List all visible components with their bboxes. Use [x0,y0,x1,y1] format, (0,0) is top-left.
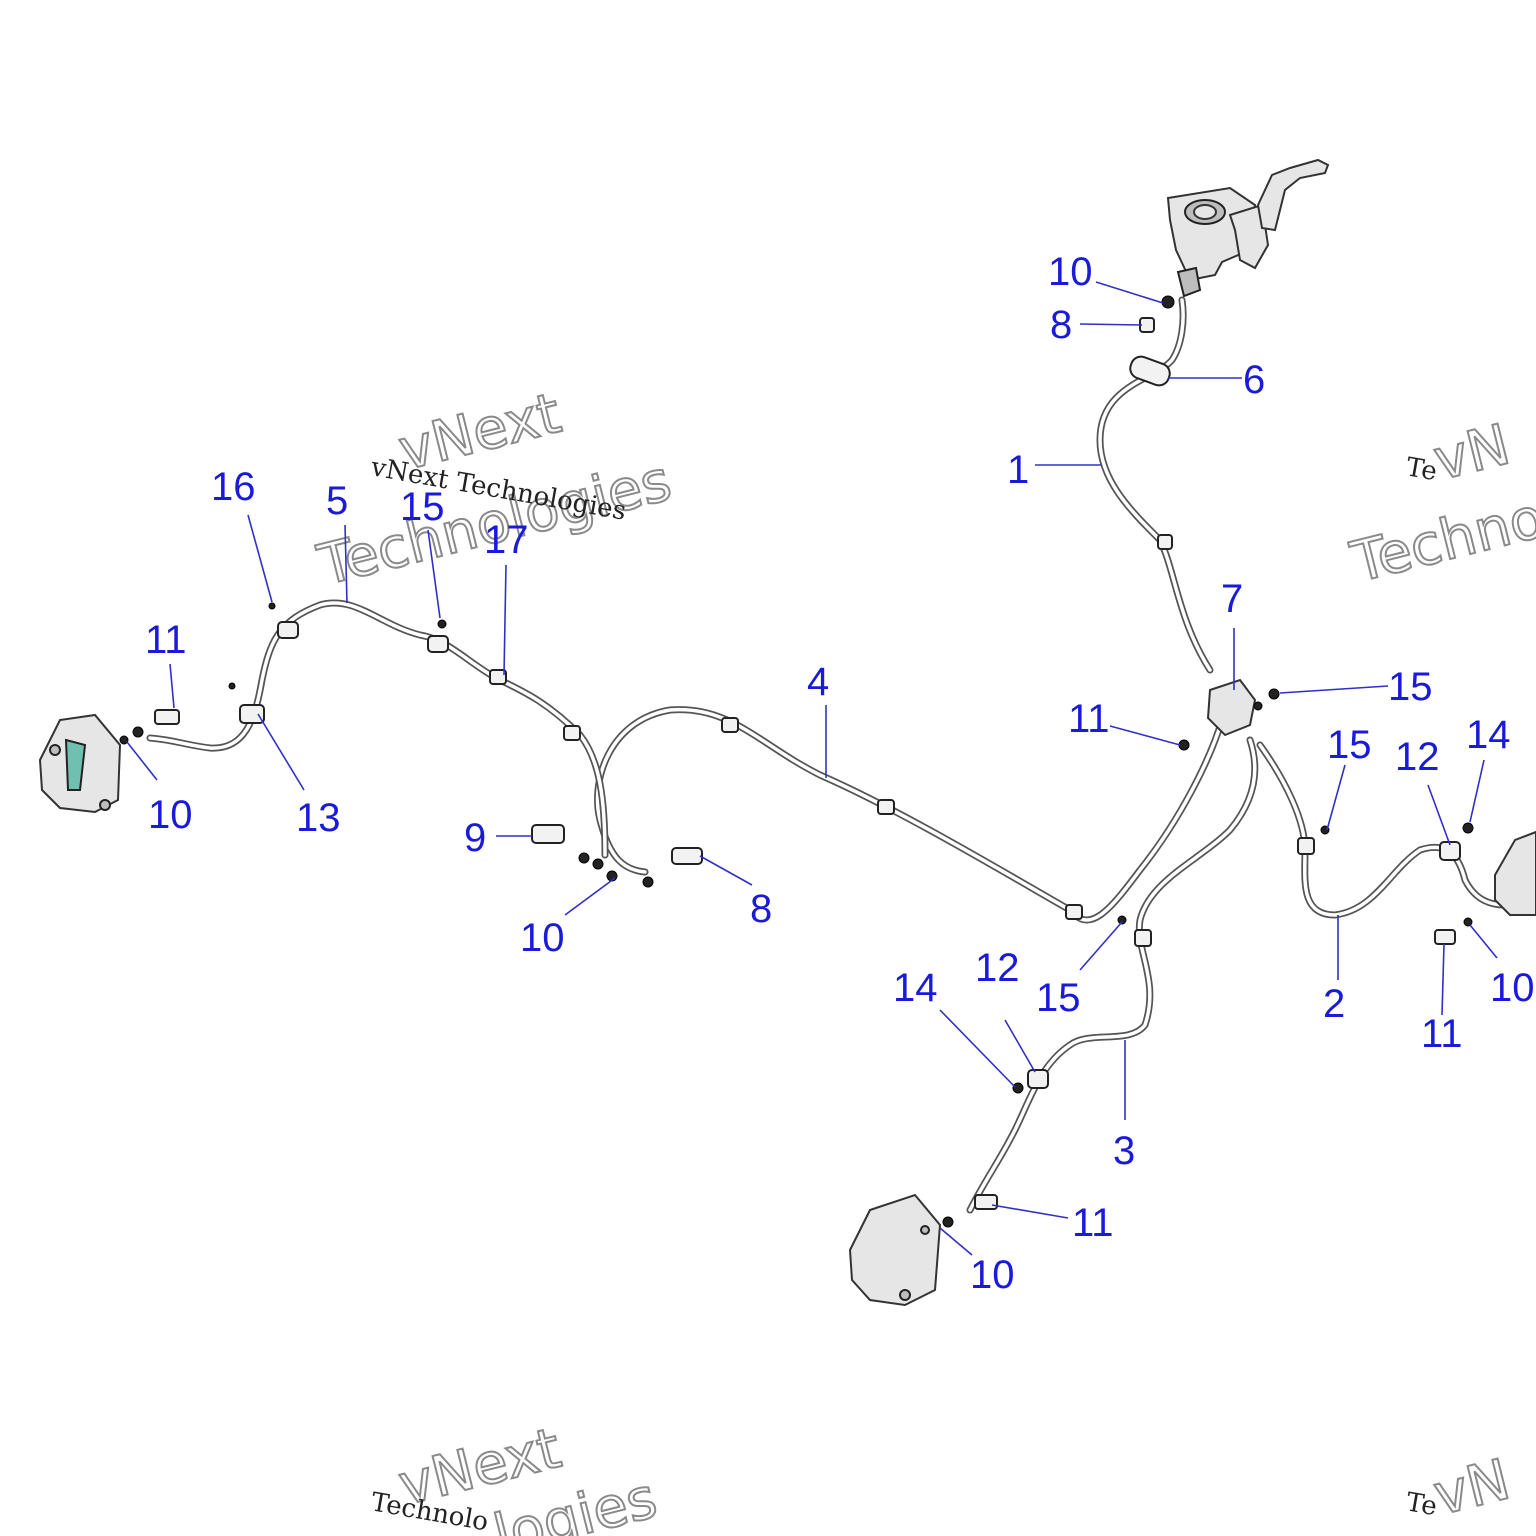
fasteners [119,295,1474,1228]
callout-14-low: 14 [893,966,938,1010]
callout-10-mid: 10 [520,916,565,960]
watermark-line-bottom-right: Te [1404,1487,1439,1522]
callout-10-right: 10 [1490,966,1535,1010]
watermark-brand-bottom-right: vN [1428,1447,1517,1528]
callout-15-right: 15 [1388,665,1433,709]
callout-10-bottom: 10 [970,1253,1015,1297]
callout-14-right: 14 [1466,713,1511,757]
hoses [146,296,1509,1214]
watermark-bottom-right: vN Te [1404,1446,1517,1529]
callout-15-left: 15 [400,485,445,529]
callout-15-low: 15 [1036,976,1081,1020]
watermark-brand-cut: vN [1428,412,1517,493]
master-cylinder [1166,158,1330,298]
leader-lines [126,281,1498,1256]
callout-7: 7 [1221,577,1243,621]
callout-10-top: 10 [1048,250,1093,294]
watermark-top-left: vNext Technologies vNext Technologies [311,380,679,600]
caliper-front-left [848,1193,942,1307]
watermark-word-cut: Techno [1345,485,1536,596]
callout-5: 5 [326,479,348,523]
callout-2: 2 [1323,982,1345,1026]
hose-clips [239,355,1461,1089]
callout-11-bottom: 11 [1072,1201,1114,1245]
callout-1: 1 [1007,448,1029,492]
callout-3: 3 [1113,1129,1135,1173]
callout-11-right: 11 [1421,1012,1463,1056]
watermark-line-cut: Te [1404,452,1439,487]
callout-11-left: 11 [145,618,187,662]
callout-9: 9 [464,816,486,860]
watermark-top-right: vN Techno Te [1344,411,1536,596]
callout-16: 16 [211,465,256,509]
callout-17: 17 [484,518,529,562]
caliper-front-right [1494,830,1536,916]
callout-11-mid: 11 [1068,697,1110,741]
callout-6: 6 [1243,358,1265,402]
callout-12-right: 12 [1395,735,1440,779]
callout-10-left: 10 [148,793,193,837]
callout-8-top: 8 [1050,303,1072,347]
brake-splitter-block [1178,678,1280,751]
callout-4: 4 [807,660,829,704]
callout-8-mid: 8 [750,887,772,931]
watermark-bottom-left: vNext logies Technolo [369,1415,664,1536]
callout-12-low: 12 [975,946,1020,990]
callout-13: 13 [296,796,341,840]
caliper-rear-left [38,713,122,814]
callout-labels: 10 8 6 1 7 15 11 15 12 14 16 5 15 17 11 … [145,250,1535,1297]
callout-15-r2: 15 [1327,723,1372,767]
